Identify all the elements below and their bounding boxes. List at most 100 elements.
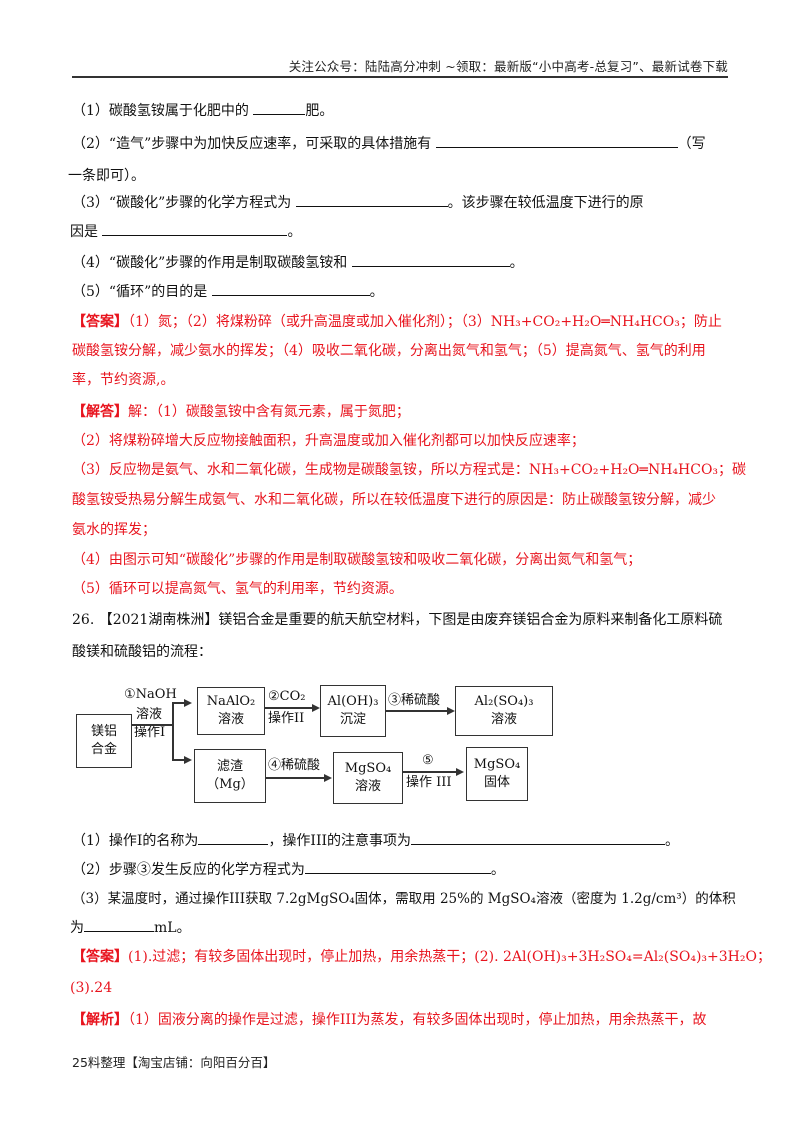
connector-line — [386, 710, 448, 712]
q26-3-unit: mL。 — [154, 920, 191, 936]
box-text: NaAlO₂ — [206, 694, 256, 709]
q25-line-2b: 一条即可）。 — [68, 166, 728, 186]
step5-operation: 操作 III — [406, 775, 452, 790]
q25-line-4: （4）“碳酸化”步骤的作用是制取碳酸氢铵和 。 — [72, 252, 732, 273]
box-naalo2: NaAlO₂ 溶液 — [197, 687, 265, 735]
answer-blank — [253, 100, 306, 115]
connector-line — [172, 702, 174, 759]
q25-solution-line-2: （2）将煤粉碎增大反应物接触面积，升高温度或加入催化剂都可以加快反应速率； — [72, 431, 732, 451]
box-text: 沉淀 — [339, 712, 366, 727]
box-text: 合金 — [90, 742, 117, 757]
arrow-right-icon — [447, 707, 455, 715]
q25-4-text: （4）“碳酸化”步骤的作用是制取碳酸氢铵和 — [72, 255, 352, 271]
solution-text: 解：（1）碳酸氢铵中含有氮元素，属于氮肥； — [128, 404, 410, 420]
q26-1-suffix: 。 — [665, 833, 680, 849]
answer-text: 率，节约资源,。 — [72, 372, 175, 388]
solution-text: （3）反应物是氨气、水和二氧化碳，生成物是碳酸氢铵，所以方程式是：NH₃+CO₂… — [72, 462, 747, 478]
q25-1-suffix: 肥。 — [305, 103, 334, 119]
q25-4-suffix: 。 — [509, 255, 524, 271]
answer-text: （1）氮；（2）将煤粉碎（或升高温度或加入催化剂）；（3）NH₃+CO₂+H₂O… — [128, 314, 722, 330]
q26-question-3: （3）某温度时，通过操作III获取 7.2gMgSO₄固体，需取用 25%的 M… — [72, 889, 736, 909]
answer-blank — [211, 281, 370, 296]
box-mg-al-alloy: 镁铝 合金 — [76, 714, 132, 768]
step2-operation: 操作II — [268, 711, 305, 726]
q26-question-1: （1）操作I的名称为 ，操作III的注意事项为 。 — [72, 830, 732, 851]
header-text: 关注公众号：陆陆高分冲刺 ~领取：最新版“小中高考-总复习”、最新试卷下载 — [288, 59, 728, 74]
step1-reagent: ①NaOH — [124, 687, 177, 702]
box-al2so43: Al₂(SO₄)₃ 溶液 — [455, 686, 553, 736]
q26-intro-line-1: 26. 【2021湖南株洲】镁铝合金是重要的航天航空材料，下图是由废弃镁铝合金为… — [72, 610, 732, 630]
box-text: 溶液 — [354, 779, 381, 794]
q26-3-prefix: 为 — [70, 920, 84, 936]
box-text: 溶液 — [217, 712, 244, 727]
box-residue-mg: 滤渣 （Mg） — [194, 749, 266, 803]
box-text: 溶液 — [490, 712, 517, 727]
page-header: 关注公众号：陆陆高分冲刺 ~领取：最新版“小中高考-总复习”、最新试卷下载 — [72, 56, 728, 78]
connector-line — [265, 707, 313, 709]
solution-text: 氨水的挥发； — [72, 522, 156, 538]
answer-text: (1).过滤；有较多固体出现时，停止加热，用余热蒸干；(2). 2Al(OH)₃… — [128, 949, 771, 965]
answer-tag: 【答案】 — [72, 314, 128, 330]
q25-solution-line-4: 酸氢铵受热易分解生成氨气、水和二氧化碳，所以在较低温度下进行的原因是：防止碳酸氢… — [72, 490, 732, 510]
solution-text: 酸氢铵受热易分解生成氨气、水和二氧化碳，所以在较低温度下进行的原因是：防止碳酸氢… — [72, 492, 716, 508]
q25-3-suffix: 。该步骤在较低温度下进行的原 — [447, 195, 644, 211]
step1-operation: 操作I — [134, 725, 166, 740]
flow-diagram: 镁铝 合金 ①NaOH 溶液 操作I NaAlO₂ 溶液 ②CO₂ 操作II A… — [72, 685, 553, 805]
q26-1-text: （1）操作I的名称为 — [72, 833, 199, 849]
q25-line-1: （1）碳酸氢铵属于化肥中的 肥。 — [72, 100, 732, 121]
answer-text: (3).24 — [70, 980, 113, 996]
box-mgso4-solution: MgSO₄ 溶液 — [333, 752, 403, 804]
answer-tag: 【答案】 — [72, 949, 128, 965]
q25-2-text: （2）“造气”步骤中为加快反应速率，可采取的具体措施有 — [72, 136, 436, 152]
q25-line-2: （2）“造气”步骤中为加快反应速率，可采取的具体措施有 （写 — [72, 133, 732, 154]
analysis-tag: 【解析】 — [72, 1012, 128, 1028]
solution-text: （5）循环可以提高氮气、氢气的利用率，节约资源。 — [72, 581, 403, 597]
answer-blank — [295, 192, 448, 207]
q26-question-2: （2）步骤③发生反应的化学方程式为。 — [72, 859, 732, 880]
answer-blank — [351, 252, 510, 267]
q25-3-cont: 因是 — [70, 224, 103, 240]
q25-line-3b: 因是 。 — [70, 221, 730, 242]
q25-answer-line-1: 【答案】（1）氮；（2）将煤粉碎（或升高温度或加入催化剂）；（3）NH₃+CO₂… — [72, 312, 732, 332]
q26-intro-line-2: 酸镁和硫酸铝的流程： — [72, 642, 732, 662]
arrow-right-icon — [312, 704, 320, 712]
box-text: 滤渣 — [216, 759, 243, 774]
box-text: MgSO₄ — [344, 761, 392, 776]
q25-line-5: （5）“循环”的目的是 。 — [72, 281, 732, 302]
q25-2-suffix: （写 — [677, 136, 706, 152]
step1-solution: 溶液 — [136, 707, 163, 722]
q25-2-cont: 一条即可）。 — [68, 168, 145, 184]
q26-question-3b: 为 mL。 — [70, 917, 730, 938]
step4-reagent: ④稀硫酸 — [268, 758, 321, 773]
q25-solution-line-6: （4）由图示可知“碳酸化”步骤的作用是制取碳酸氢铵和吸收二氧化碳，分离出氮气和氢… — [72, 550, 732, 570]
connector-line — [403, 771, 457, 773]
q26-answer-line-2: (3).24 — [70, 978, 730, 998]
q25-answer-line-3: 率，节约资源,。 — [72, 370, 732, 390]
box-text: （Mg） — [206, 777, 254, 792]
solution-tag: 【解答】 — [72, 404, 128, 420]
box-text: Al₂(SO₄)₃ — [474, 694, 534, 709]
page-footer: 25料整理【淘宝店铺：向阳百分百】 — [72, 1055, 276, 1070]
q26-3-text: （3）某温度时，通过操作III获取 7.2gMgSO₄固体，需取用 25%的 M… — [72, 891, 736, 907]
box-mgso4-solid: MgSO₄ 固体 — [466, 747, 528, 801]
q25-3-text: （3）“碳酸化”步骤的化学方程式为 — [72, 195, 296, 211]
answer-blank — [84, 917, 154, 932]
connector-line — [266, 777, 326, 779]
answer-blank — [435, 133, 678, 148]
q25-solution-line-5: 氨水的挥发； — [72, 520, 732, 540]
box-text: Al(OH)₃ — [327, 694, 379, 709]
q25-solution-line-7: （5）循环可以提高氮气、氢气的利用率，节约资源。 — [72, 579, 732, 599]
q25-5-suffix: 。 — [369, 284, 384, 300]
box-aloh3: Al(OH)₃ 沉淀 — [320, 685, 386, 737]
q26-analysis-line-1: 【解析】（1）固液分离的操作是过滤，操作III为蒸发，有较多固体出现时，停止加热… — [72, 1010, 732, 1030]
analysis-text: （1）固液分离的操作是过滤，操作III为蒸发，有较多固体出现时，停止加热，用余热… — [128, 1012, 707, 1028]
arrow-right-icon — [184, 756, 192, 764]
q26-1-text-b: ，操作III的注意事项为 — [268, 833, 412, 849]
connector-line — [131, 724, 173, 726]
answer-text: 碳酸氢铵分解，减少氨水的挥发；（4）吸收二氧化碳，分离出氮气和氢气；（5）提高氮… — [72, 343, 706, 359]
box-text: MgSO₄ — [473, 757, 521, 772]
answer-blank — [102, 221, 288, 236]
q25-3-suffix2: 。 — [287, 224, 302, 240]
q25-1-text: （1）碳酸氢铵属于化肥中的 — [72, 103, 254, 119]
step3-reagent: ③稀硫酸 — [388, 693, 441, 708]
